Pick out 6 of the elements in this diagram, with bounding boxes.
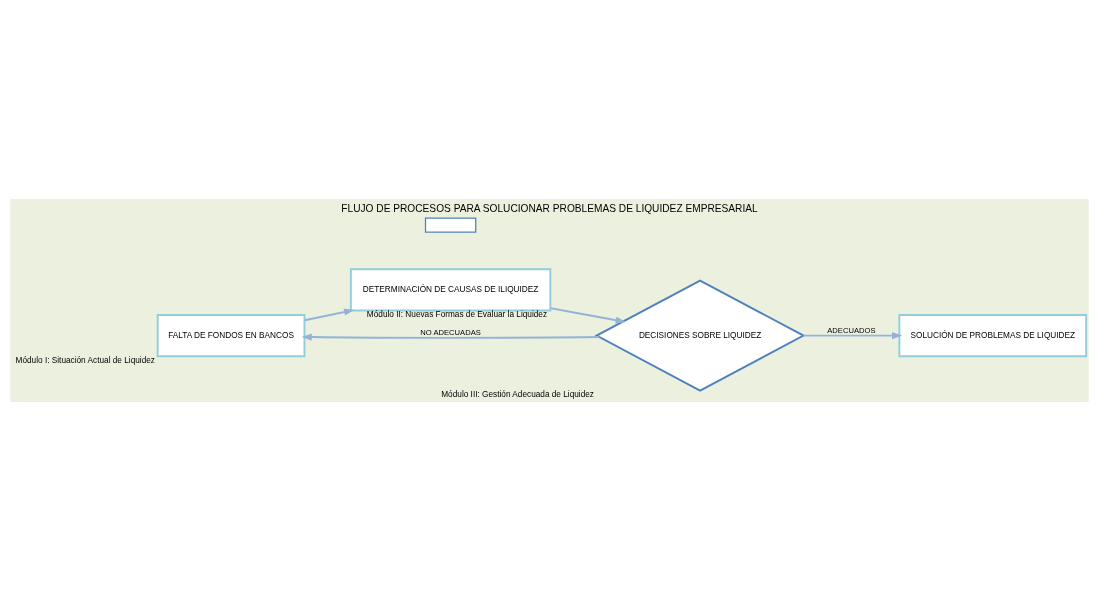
arrow: [549, 307, 626, 324]
arrow: [301, 333, 601, 341]
arrow: [802, 332, 903, 340]
node-box: [424, 217, 477, 233]
arrow: [303, 308, 355, 322]
diagram-title: FLUJO DE PROCESOS PARA SOLUCIONAR PROBLEMAS DE LIQUIDEZ EMPRESARIAL: [341, 203, 758, 215]
